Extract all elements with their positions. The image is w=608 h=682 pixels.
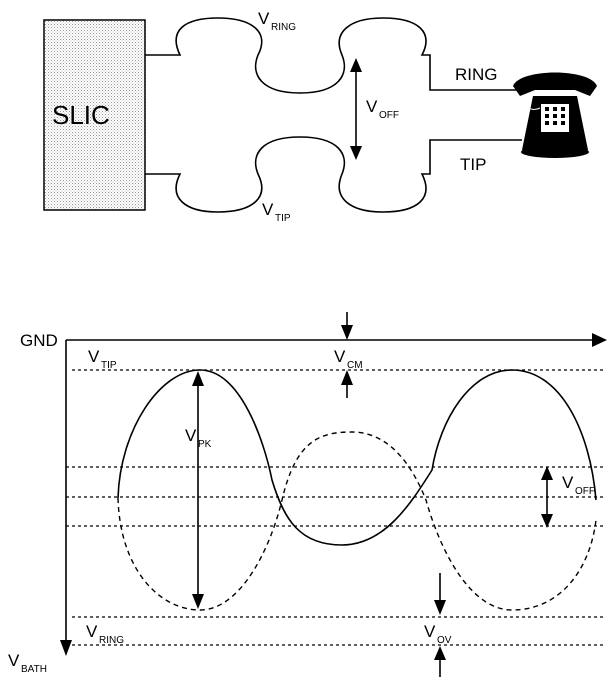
v-tip-top-sub: TIP [275, 213, 291, 224]
v-off-wave-arrow [541, 466, 553, 528]
telephone-icon [513, 72, 597, 158]
v-off-wave-sub: OFF [575, 486, 595, 497]
v-cm-arrows [341, 312, 353, 398]
ring-label: RING [455, 65, 498, 84]
v-off-top-main: V [366, 97, 378, 116]
v-bath-sub: BATH [21, 664, 47, 675]
waveform-diagram: GND V TIP V CM V PK V OFF V RING V OV V … [8, 312, 607, 677]
v-bath-main: V [8, 651, 20, 670]
v-ov-main: V [424, 622, 436, 641]
slic-label: SLIC [52, 100, 110, 130]
v-cm-sub: CM [347, 360, 363, 371]
v-pk-main: V [185, 426, 197, 445]
v-pk-sub: PK [198, 439, 212, 450]
arrow-icon [592, 333, 607, 347]
ring-waveform [117, 431, 597, 611]
v-ov-arrows [434, 573, 446, 677]
v-tip-wave-main: V [88, 347, 100, 366]
v-tip-top-main: V [262, 200, 274, 219]
ring-line [145, 17, 522, 94]
v-pk-arrow [192, 371, 204, 609]
tip-waveform [117, 369, 597, 546]
v-ring-top-sub: RING [271, 22, 296, 33]
top-diagram: SLIC V RING V OFF V TIP RING TIP [43, 9, 597, 224]
slic-block [43, 19, 146, 211]
v-tip-wave-sub: TIP [101, 360, 117, 371]
v-ring-wave-sub: RING [99, 635, 124, 646]
v-cm-main: V [334, 347, 346, 366]
v-off-top-arrow [350, 58, 362, 160]
v-off-wave-main: V [562, 473, 574, 492]
tip-line [145, 136, 522, 213]
tip-label: TIP [460, 155, 486, 174]
v-ov-sub: OV [437, 635, 452, 646]
v-ring-top-main: V [258, 9, 270, 28]
v-ring-wave-main: V [86, 622, 98, 641]
gnd-label: GND [20, 331, 58, 350]
arrow-icon [60, 640, 72, 656]
v-off-top-sub: OFF [379, 110, 399, 121]
